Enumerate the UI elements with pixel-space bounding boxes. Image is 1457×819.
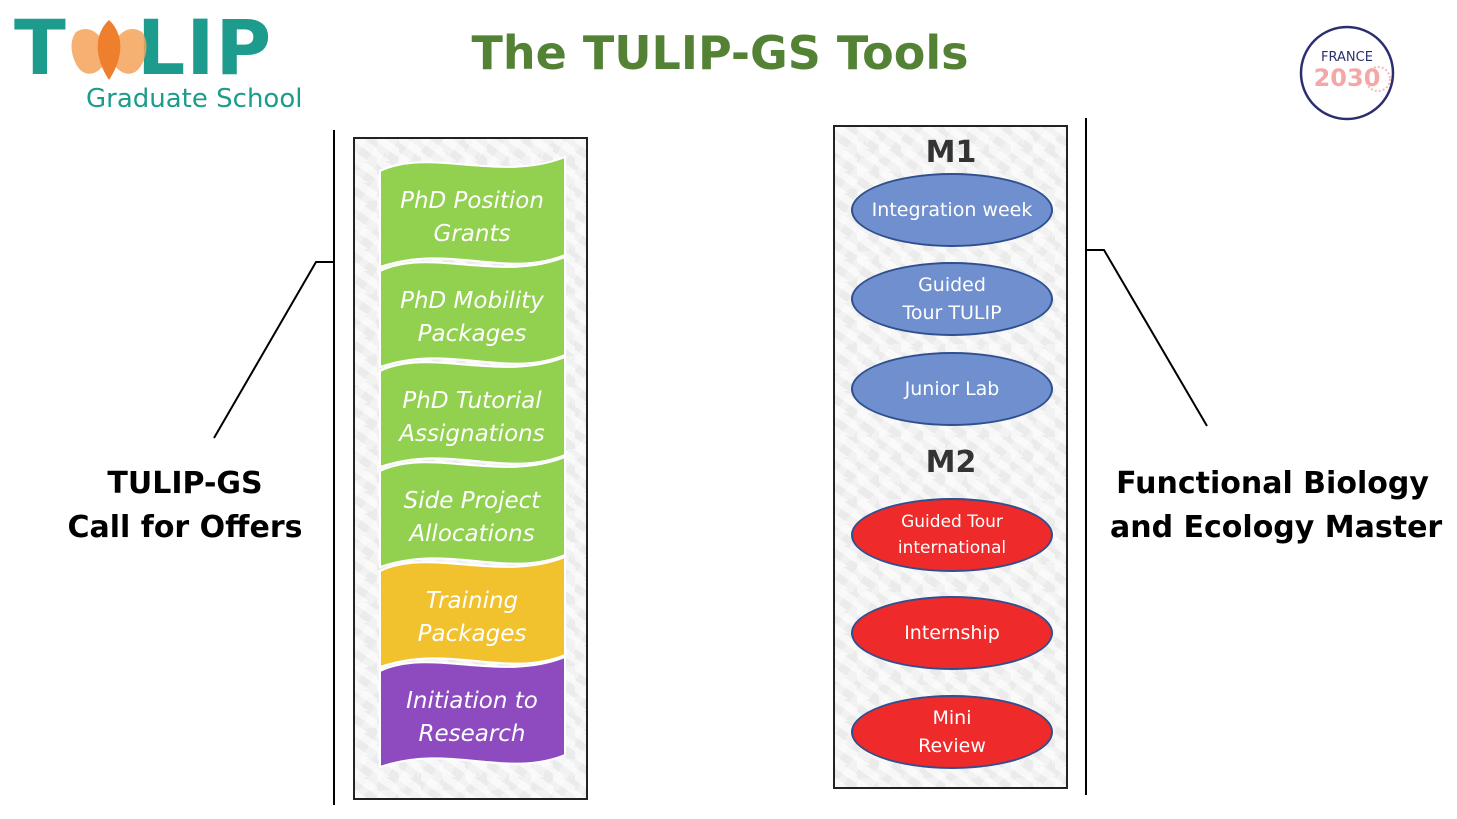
flag-label-line1: Initiation to xyxy=(406,688,538,714)
page-title: The TULIP-GS Tools xyxy=(471,26,969,80)
left-connector-line xyxy=(213,261,334,439)
flag-banner xyxy=(379,555,566,669)
oval-line: Junior Lab xyxy=(904,378,1000,400)
logo-subtitle: Graduate School xyxy=(86,84,303,114)
tulip-flower-icon xyxy=(71,20,147,80)
right-label-line2: and Ecology Master xyxy=(1110,510,1443,545)
oval-mini-review: Mini Review xyxy=(851,695,1053,769)
flag-banner xyxy=(379,155,566,269)
right-label: Functional Biology and Ecology Master xyxy=(1110,462,1443,550)
flag-label-line1: PhD Position xyxy=(400,188,544,214)
oval-guided-tour-tulip: Guided Tour TULIP xyxy=(851,262,1053,336)
oval-line: Review xyxy=(918,735,986,757)
flag-label-line2: Assignations xyxy=(399,421,545,447)
oval-guided-tour-international: Guided Tour international xyxy=(851,498,1053,572)
logo-letter-t: T xyxy=(14,3,67,92)
oval-internship: Internship xyxy=(851,596,1053,670)
right-connector-line xyxy=(1086,249,1208,427)
flag-banner xyxy=(379,455,566,569)
flag-label-line2: Grants xyxy=(433,221,511,247)
oval-line: Guided xyxy=(918,274,986,296)
flag-label: Initiation to Research xyxy=(382,685,562,751)
right-label-line1: Functional Biology xyxy=(1116,466,1429,501)
master-panel: M1 Integration week Guided Tour TULIP Ju… xyxy=(833,125,1068,789)
flag-label-line2: Packages xyxy=(417,621,527,647)
flag-label-line1: Training xyxy=(425,588,519,614)
left-label-line1: TULIP-GS xyxy=(107,466,263,501)
flag-label-line2: Packages xyxy=(417,321,527,347)
flag-label-line1: PhD Tutorial xyxy=(402,388,542,414)
france-2030-badge: FRANCE 2030 xyxy=(1298,24,1396,122)
m1-heading: M1 xyxy=(925,135,977,170)
flag-label-line1: Side Project xyxy=(403,488,541,514)
flag-label-line2: Allocations xyxy=(409,521,535,547)
flags-svg xyxy=(379,155,566,769)
left-label: TULIP-GS Call for Offers xyxy=(60,462,310,550)
badge-line1: FRANCE xyxy=(1321,50,1373,65)
oval-junior-lab: Junior Lab xyxy=(851,352,1053,426)
oval-line: international xyxy=(897,538,1007,558)
flag-banner xyxy=(379,355,566,469)
flag-label-line2: Research xyxy=(418,721,526,747)
flag-banner xyxy=(379,655,566,769)
left-label-line2: Call for Offers xyxy=(67,510,303,545)
flag-banner xyxy=(379,255,566,369)
oval-line: Guided Tour xyxy=(901,512,1003,532)
logo-letters-lip: LIP xyxy=(136,3,273,92)
oval-line: Mini xyxy=(932,707,972,729)
oval-integration-week: Integration week xyxy=(851,173,1053,247)
m2-heading: M2 xyxy=(925,445,977,480)
oval-line: Tour TULIP xyxy=(902,302,1002,324)
badge-line2: 2030 xyxy=(1313,64,1381,92)
flag-label-line1: PhD Mobility xyxy=(400,288,544,314)
oval-line: Internship xyxy=(904,622,1000,644)
oval-line: Integration week xyxy=(871,199,1033,221)
badge-circle-icon xyxy=(1299,25,1395,121)
